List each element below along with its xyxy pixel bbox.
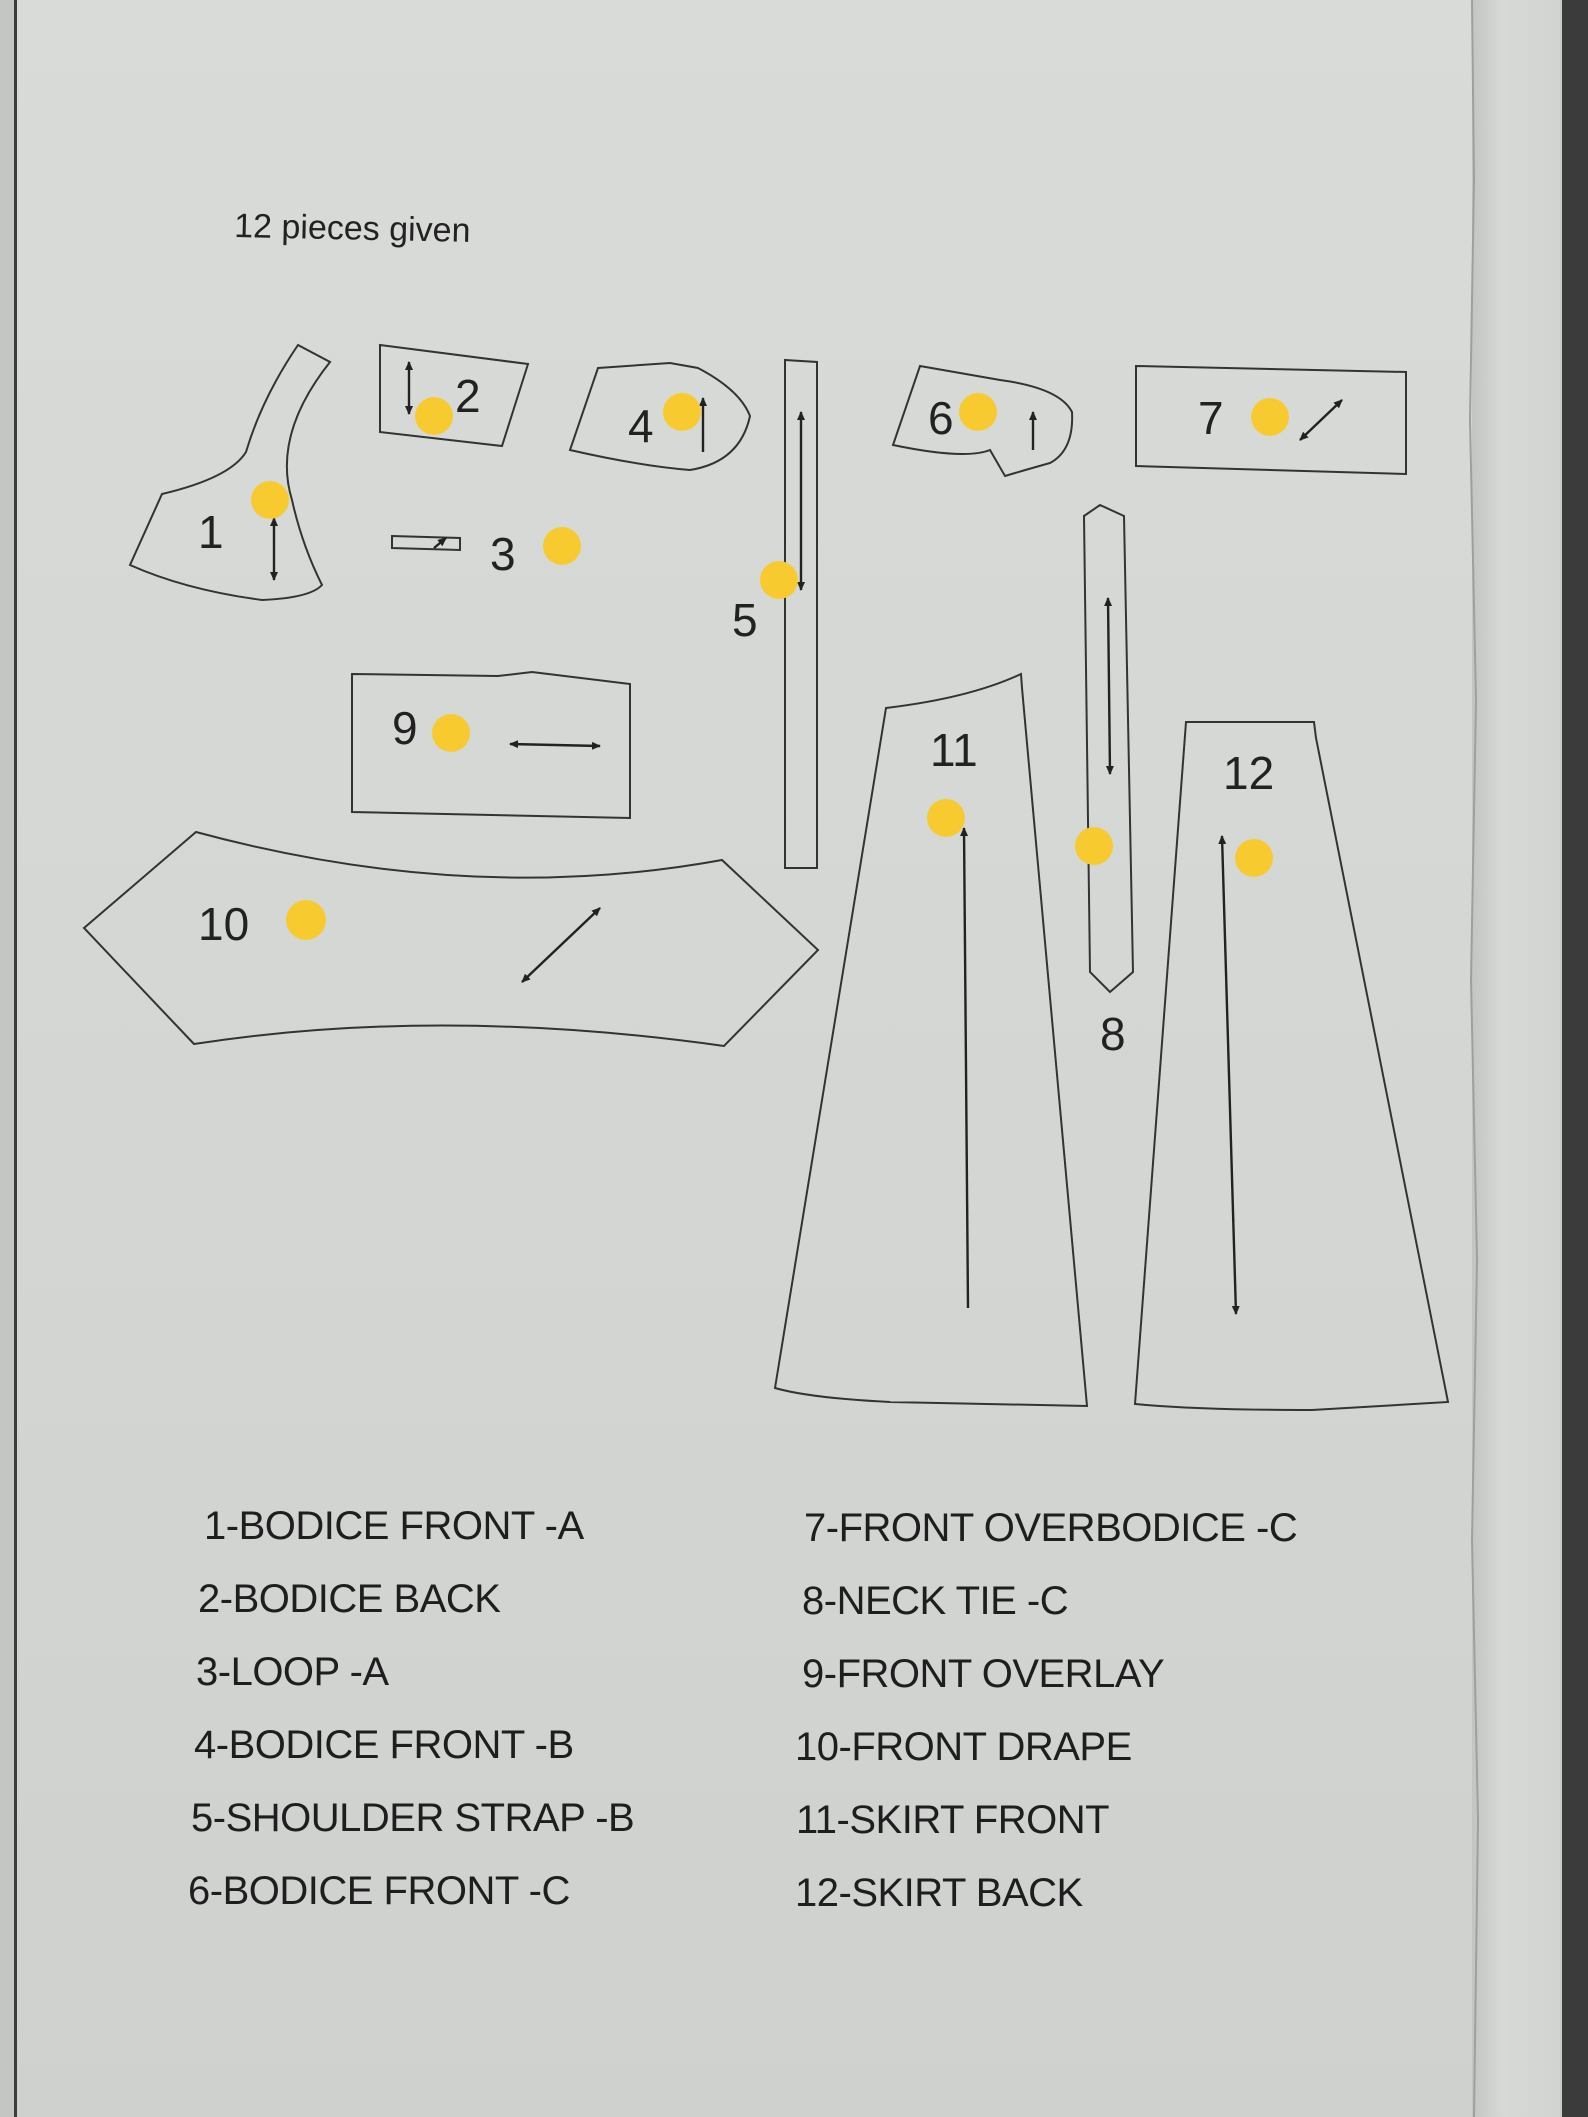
piece-6-marker-dot [959, 393, 997, 431]
piece-10-marker-dot [286, 900, 326, 940]
piece-9-marker-dot [432, 714, 470, 752]
piece-7-number: 7 [1198, 392, 1224, 444]
legend-item: 6-BODICE FRONT -C [188, 1869, 570, 1913]
piece-3-marker-dot [543, 527, 581, 565]
piece-8-neck-tie [1082, 503, 1135, 994]
legend-item: 2-BODICE BACK [198, 1577, 501, 1621]
piece-4-marker-dot [663, 393, 701, 431]
piece-7-grain-arrow [1299, 399, 1343, 441]
piece-9-front-overlay [351, 670, 631, 820]
piece-9-number: 9 [392, 702, 418, 754]
torn-page-edge [1472, 0, 1560, 2117]
legend-item: 12-SKIRT BACK [795, 1871, 1083, 1915]
piece-1-number: 1 [198, 506, 224, 558]
piece-10-front-drape [82, 830, 820, 1048]
torn-edge-line [1468, 0, 1480, 2117]
piece-5-number: 5 [732, 594, 758, 646]
left-background-edge [0, 0, 16, 2117]
piece-3-grain-arrow [433, 537, 447, 549]
piece-4-bodice-front-b [568, 361, 752, 472]
legend-item: 11-SKIRT FRONT [796, 1798, 1110, 1842]
legend-item: 9-FRONT OVERLAY [802, 1652, 1165, 1696]
piece-11-marker-dot [927, 799, 965, 837]
piece-8-number: 8 [1100, 1008, 1126, 1060]
legend-left-column: 1-BODICE FRONT -A 2-BODICE BACK 3-LOOP -… [188, 1490, 635, 1928]
piece-10-grain-arrow [521, 907, 601, 983]
piece-12-grain-arrow [1218, 835, 1240, 1315]
piece-12-skirt-back [1133, 721, 1450, 1412]
piece-1-marker-dot [251, 481, 289, 519]
piece-7-front-overbodice [1135, 364, 1407, 476]
piece-5-shoulder-strap [784, 358, 818, 869]
piece-6-number: 6 [928, 392, 954, 444]
left-border-rule [14, 0, 17, 2117]
piece-4-number: 4 [628, 400, 654, 452]
piece-11-skirt-front [773, 672, 1089, 1408]
piece-3-number: 3 [490, 528, 516, 580]
piece-11-number: 11 [930, 724, 978, 776]
right-border-rule [1562, 0, 1588, 2117]
piece-9-grain-arrow [509, 740, 601, 750]
piece-8-grain-arrow [1104, 597, 1114, 775]
piece-12-marker-dot [1235, 839, 1273, 877]
piece-2-bodice-back [379, 343, 530, 448]
pieces-count-note: 12 pieces given [234, 207, 471, 250]
legend-item: 8-NECK TIE -C [802, 1579, 1069, 1623]
piece-11-grain-arrow [960, 827, 970, 1309]
legend-item: 5-SHOULDER STRAP -B [191, 1796, 635, 1840]
piece-3-loop [391, 534, 461, 552]
piece-2-number: 2 [455, 370, 481, 422]
legend-right-column: 7-FRONT OVERBODICE -C 8-NECK TIE -C 9-FR… [792, 1492, 1298, 1930]
piece-7-marker-dot [1251, 398, 1289, 436]
legend-item: 7-FRONT OVERBODICE -C [804, 1506, 1298, 1550]
legend-item: 3-LOOP -A [196, 1650, 389, 1694]
legend-item: 1-BODICE FRONT -A [204, 1504, 584, 1548]
legend-item: 4-BODICE FRONT -B [194, 1723, 574, 1767]
piece-12-number: 12 [1223, 747, 1274, 799]
piece-2-marker-dot [415, 397, 453, 435]
piece-10-number: 10 [198, 898, 249, 950]
piece-5-marker-dot [760, 561, 798, 599]
piece-8-marker-dot [1075, 827, 1113, 865]
piece-6-bodice-front-c [891, 364, 1074, 478]
piece-1-bodice-front-a [128, 343, 332, 602]
legend-item: 10-FRONT DRAPE [795, 1725, 1132, 1769]
